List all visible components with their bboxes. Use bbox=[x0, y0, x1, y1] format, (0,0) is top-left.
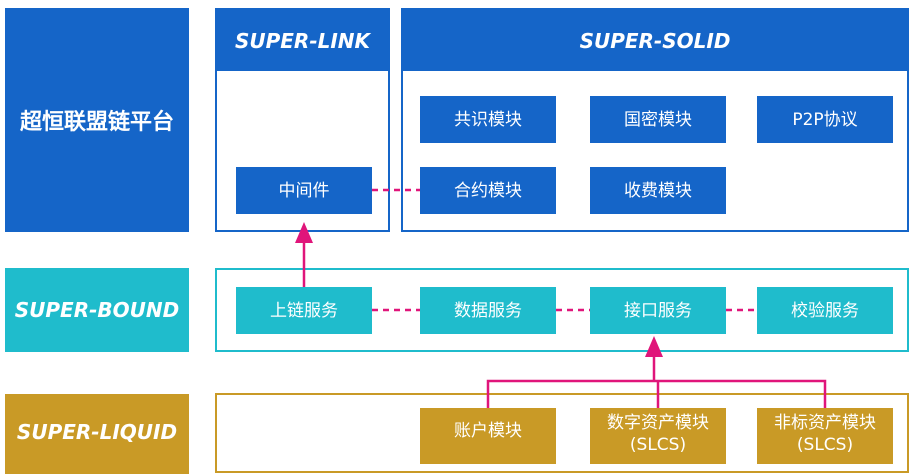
liquid-to-interface-bracket bbox=[486, 379, 827, 408]
interface-service: 接口服务 bbox=[590, 287, 726, 334]
super-link-title: SUPER-LINK bbox=[234, 28, 371, 53]
platform-label-block: 超恒联盟链平台 bbox=[5, 8, 189, 232]
fee-module-label: 收费模块 bbox=[624, 180, 692, 201]
onchain-service: 上链服务 bbox=[236, 287, 372, 334]
super-link-header: SUPER-LINK bbox=[217, 10, 388, 71]
crypto-module-label: 国密模块 bbox=[624, 109, 692, 130]
consensus-module: 共识模块 bbox=[420, 96, 556, 143]
middleware-module-label: 中间件 bbox=[278, 180, 330, 201]
account-module-label: 账户模块 bbox=[454, 421, 522, 441]
consensus-module-label: 共识模块 bbox=[454, 109, 522, 130]
fee-module: 收费模块 bbox=[590, 167, 726, 214]
bound-label-block: SUPER-BOUND bbox=[5, 268, 189, 352]
onchain-service-label: 上链服务 bbox=[270, 300, 338, 321]
bound-label: SUPER-BOUND bbox=[14, 298, 180, 322]
interface-arrowhead bbox=[645, 336, 663, 357]
middleware-module: 中间件 bbox=[236, 167, 372, 214]
verify-service-label: 校验服务 bbox=[791, 300, 859, 321]
connector-layer bbox=[295, 188, 827, 408]
p2p-module-label: P2P协议 bbox=[792, 109, 858, 130]
middleware-arrowhead bbox=[295, 222, 313, 243]
data-service-label: 数据服务 bbox=[454, 300, 522, 321]
verify-service: 校验服务 bbox=[757, 287, 893, 334]
super-solid-header: SUPER-SOLID bbox=[403, 10, 907, 71]
contract-module: 合约模块 bbox=[420, 167, 556, 214]
platform-label: 超恒联盟链平台 bbox=[19, 110, 174, 135]
super-solid-title: SUPER-SOLID bbox=[579, 28, 731, 53]
crypto-module: 国密模块 bbox=[590, 96, 726, 143]
p2p-module: P2P协议 bbox=[757, 96, 893, 143]
contract-module-label: 合约模块 bbox=[454, 180, 522, 201]
data-service: 数据服务 bbox=[420, 287, 556, 334]
interface-service-label: 接口服务 bbox=[624, 300, 692, 321]
